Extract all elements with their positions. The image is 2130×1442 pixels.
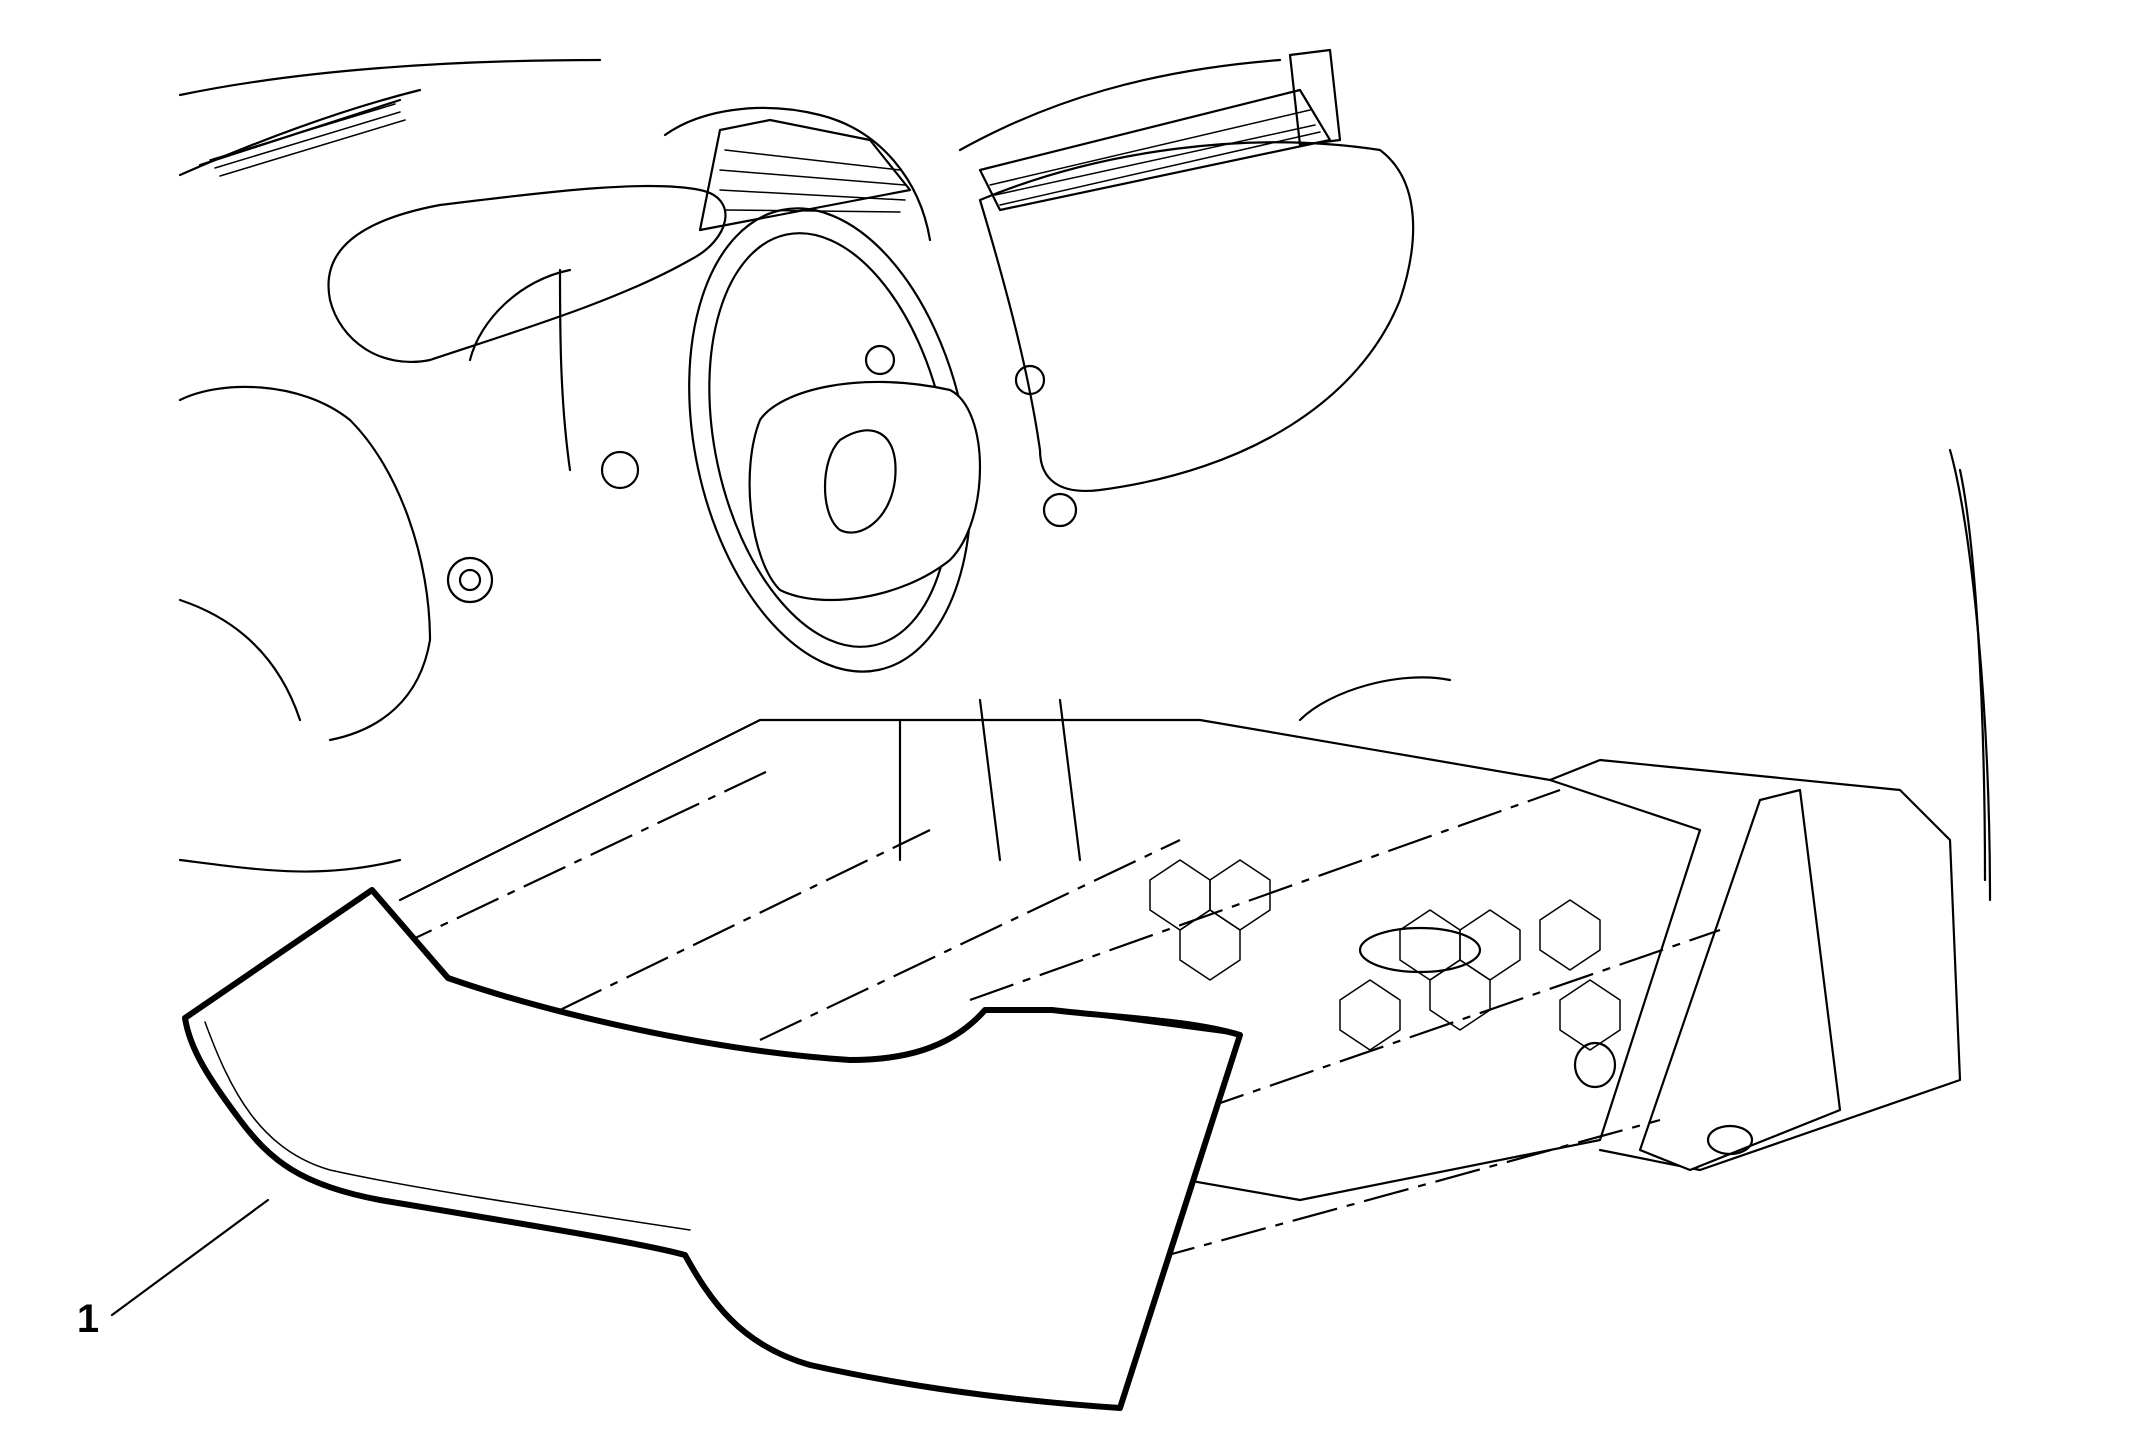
callout-1: 1 — [77, 1198, 270, 1341]
steering-wheel — [688, 207, 981, 673]
dashboard-top — [178, 58, 602, 177]
left-dash-trim — [178, 364, 1078, 873]
passenger-dashboard — [978, 141, 1415, 493]
center-air-vents — [663, 48, 1342, 242]
right-side-trim — [1948, 448, 1992, 902]
assembly-guide-lines — [389, 769, 1721, 1262]
callout-leader-line — [110, 1198, 270, 1317]
callout-number: 1 — [77, 1297, 99, 1341]
center-console-frame — [398, 676, 1962, 1202]
console-trim-panel — [182, 887, 1243, 1411]
instrument-cluster-hood — [327, 184, 727, 472]
